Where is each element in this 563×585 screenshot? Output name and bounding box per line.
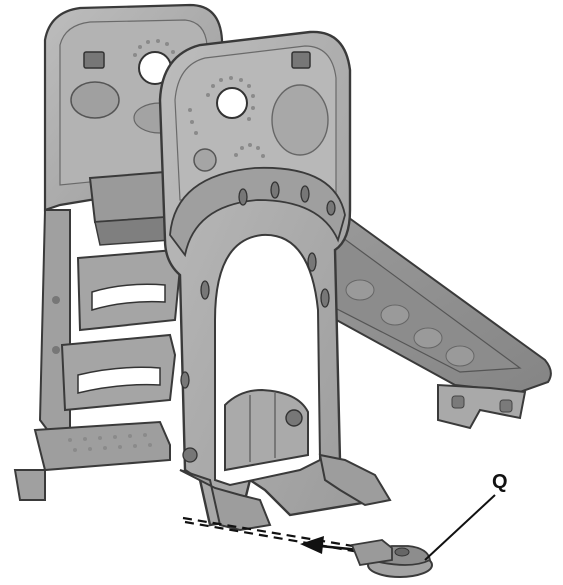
part-q (350, 539, 433, 578)
ladder-step-2 (60, 333, 177, 412)
ladder-bottom-step (33, 420, 171, 472)
ladder-step-1 (76, 248, 182, 332)
callout-q: Q (424, 471, 508, 561)
front-panel-slot (291, 51, 311, 69)
front-arch-panel (158, 30, 392, 532)
back-panel-slot (83, 51, 105, 69)
front-panel-porthole (216, 87, 248, 119)
callout-label: Q (492, 471, 508, 493)
callout-leader-line (424, 494, 496, 561)
arch-door (224, 388, 309, 472)
ladder (13, 166, 241, 501)
